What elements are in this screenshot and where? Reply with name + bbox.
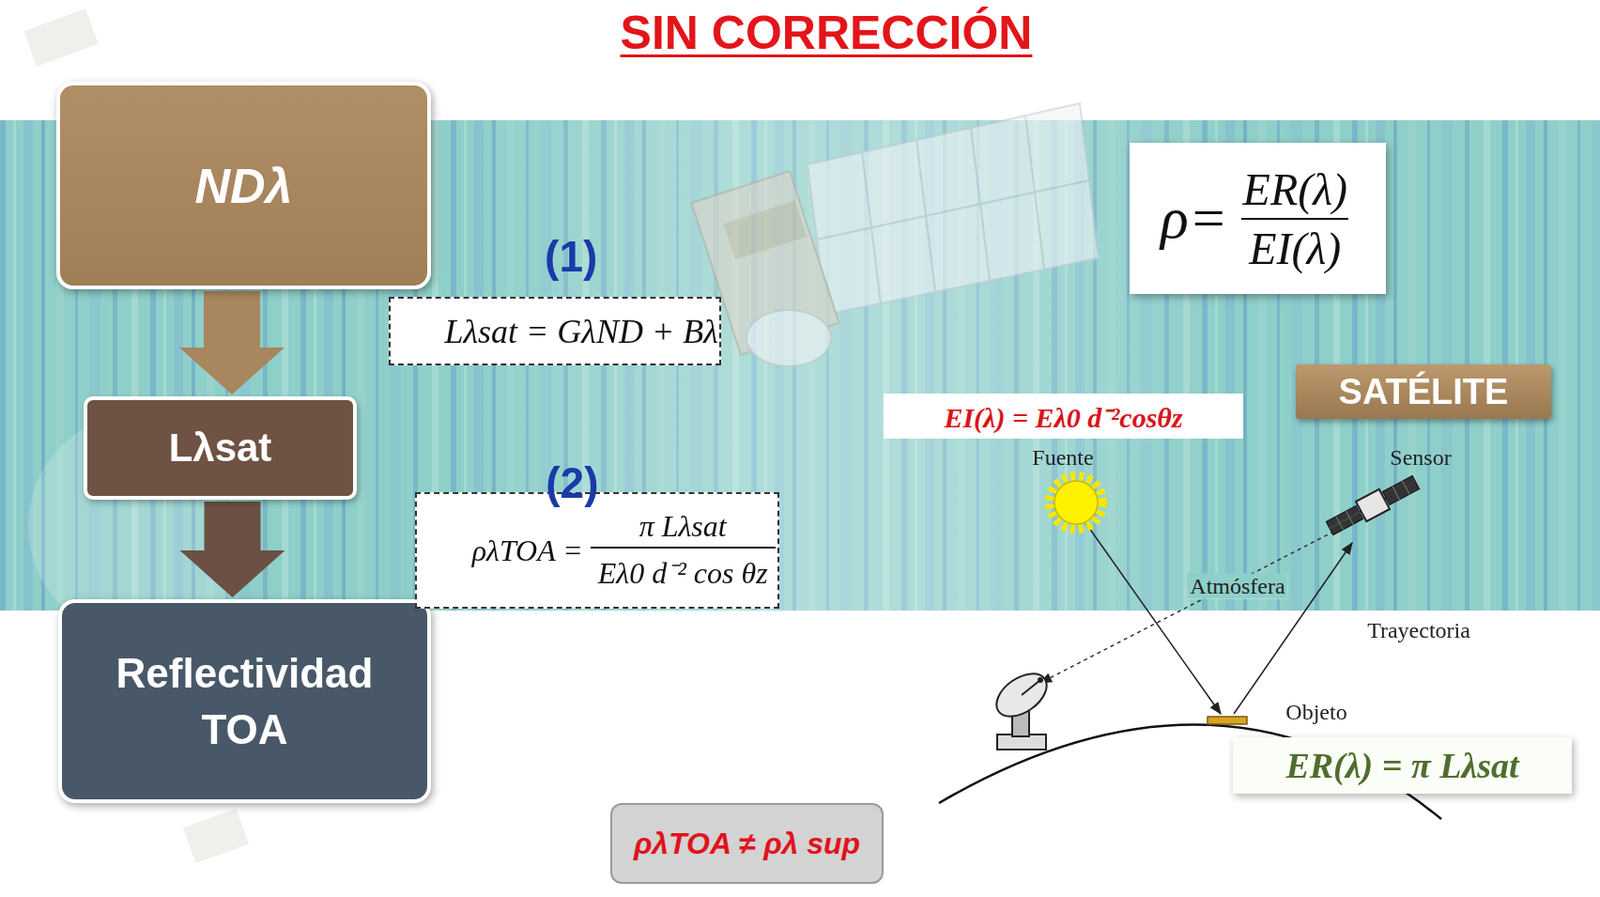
fraction: ER(λ)EI(λ) xyxy=(1235,163,1355,275)
teal-band xyxy=(0,120,1600,611)
callout-number: (1) xyxy=(544,230,598,282)
target-object xyxy=(1207,716,1247,724)
stage-box: Lλsat xyxy=(83,396,357,500)
diagram-label: Sensor xyxy=(1386,445,1454,471)
formula-lhs: ρ= xyxy=(1160,184,1229,252)
numerator: ER(λ) xyxy=(1235,163,1355,218)
denominator: EI(λ) xyxy=(1241,217,1349,275)
formula-box: (2)ρλTOA =π LλsatEλ0 d⁻² cos θz xyxy=(415,492,780,609)
formula-text: Lλsat = GλND + Bλ xyxy=(444,311,718,352)
denominator: Eλ0 d⁻² cos θz xyxy=(590,546,776,592)
diagram-label: Fuente xyxy=(1029,445,1096,471)
box-label: Lλsat xyxy=(169,425,273,471)
box-label: EI(λ) = Eλ0 d⁻²cosθz xyxy=(943,397,1183,436)
box-label: ρλTOA ≠ ρλ sup xyxy=(633,826,861,862)
formula-lhs: ρλTOA = xyxy=(472,533,584,569)
diagram-label: Atmósfera xyxy=(1186,573,1288,600)
box-label: NDλ xyxy=(194,157,293,215)
formula-box: (1)Lλsat = GλND + Bλ xyxy=(388,296,722,366)
note-box: ρλTOA ≠ ρλ sup xyxy=(610,802,884,884)
downlink-ray xyxy=(1040,527,1341,683)
callout-number: (2) xyxy=(545,457,599,508)
reflected-ray xyxy=(1233,542,1353,714)
box-label: Reflectividad TOA xyxy=(80,645,409,757)
formula-box: ER(λ) = π Lλsat xyxy=(1232,737,1572,794)
box-label: ER(λ) = π Lλsat xyxy=(1285,744,1519,786)
formula-box: EI(λ) = Eλ0 d⁻²cosθz xyxy=(883,393,1244,439)
formula-box: ρ=ER(λ)EI(λ) xyxy=(1129,142,1386,294)
stage-box: NDλ xyxy=(56,81,431,290)
flow-arrow xyxy=(179,291,285,395)
diagram-label: Objeto xyxy=(1282,699,1350,725)
band-stripes xyxy=(0,120,1600,611)
incident-ray xyxy=(1079,514,1221,714)
ground-antenna xyxy=(988,664,1055,750)
sun-symbol xyxy=(1049,476,1103,529)
numerator: π Lλsat xyxy=(631,508,735,547)
slide-title: SIN CORRECCIÓN xyxy=(620,5,1033,61)
fraction: π LλsatEλ0 d⁻² cos θz xyxy=(590,508,776,592)
flow-arrow xyxy=(180,501,286,598)
stage-box: Reflectividad TOA xyxy=(58,599,431,803)
satellite-sensor xyxy=(1323,472,1421,539)
box-label: SATÉLITE xyxy=(1338,371,1509,413)
tag-box: SATÉLITE xyxy=(1295,364,1552,419)
faded-satellite xyxy=(691,103,1099,367)
diagram-label: Trayectoria xyxy=(1364,617,1474,644)
